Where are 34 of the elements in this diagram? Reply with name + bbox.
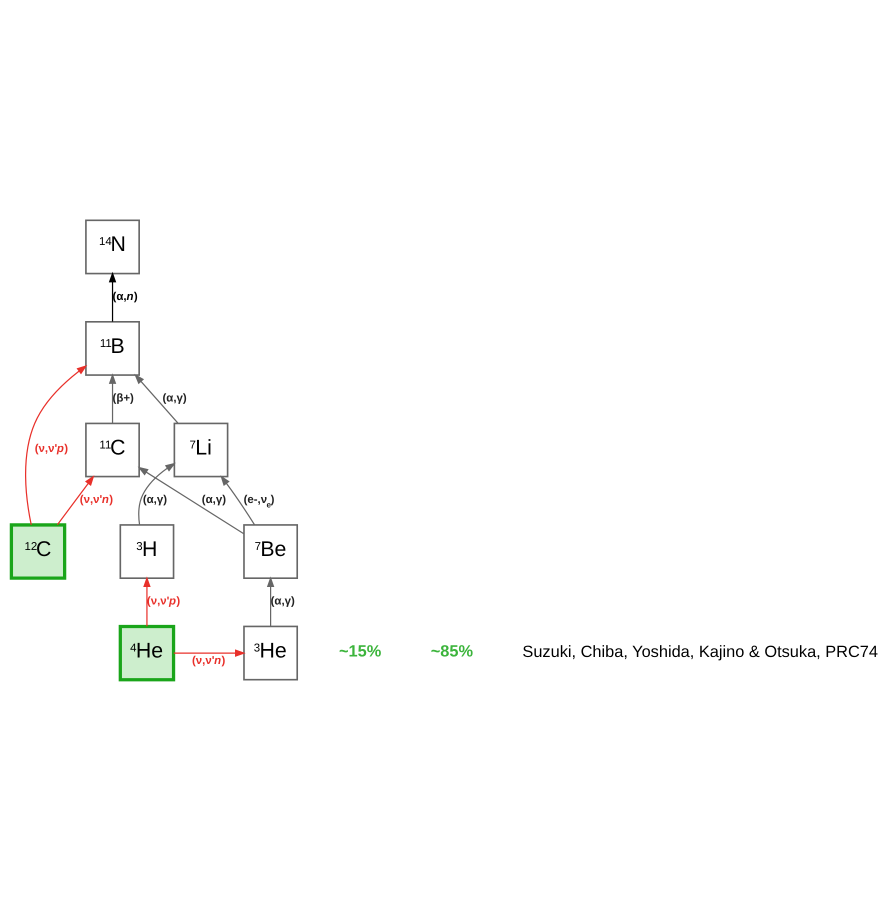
edge-label: (ν,ν'p) <box>146 596 180 608</box>
edge-label: (β+) <box>112 392 134 404</box>
node-box: $^{3}$H <box>120 524 174 579</box>
node-box: $^{11}$C <box>85 422 140 478</box>
label: ~15% <box>338 642 382 660</box>
arrow <box>108 373 116 424</box>
label: ~85% <box>430 642 474 660</box>
arrow <box>220 475 256 526</box>
edge-label: (α,γ) <box>142 494 168 506</box>
edge-label: (α,γ) <box>270 596 295 608</box>
arrow <box>266 576 274 626</box>
arrow <box>174 649 246 657</box>
arrow <box>143 576 151 626</box>
arrow <box>56 475 94 526</box>
edge-label: (α,n) <box>112 290 138 303</box>
node-box: $^{7}$Li <box>174 422 228 478</box>
arrow <box>138 462 176 525</box>
arrow <box>138 466 244 534</box>
edge-label: (ν,ν'n) <box>80 494 114 506</box>
edge-label: (e-,ν$_{e}$) <box>244 494 274 510</box>
node-box: $^{7}$Be <box>243 524 298 579</box>
edge-label: (α,γ) <box>162 392 187 404</box>
edge-label: (ν,ν'p) <box>34 443 68 456</box>
arrow <box>108 272 116 322</box>
arrow <box>25 364 88 526</box>
node-box: $^{14}$N <box>85 219 140 274</box>
node-box: $^{12}$C <box>10 523 66 580</box>
edge-label: (ν,ν'n) <box>192 654 226 667</box>
node-box: $^{11}$B <box>85 321 140 376</box>
node-box: $^{4}$He <box>118 624 176 682</box>
edge-label: (α,γ) <box>202 494 226 506</box>
node-box: $^{3}$He <box>243 626 298 681</box>
arrow <box>134 374 178 424</box>
label: Suzuki, Chiba, Yoshida, Kajino & Otsuka, PRC74 <box>522 643 878 662</box>
